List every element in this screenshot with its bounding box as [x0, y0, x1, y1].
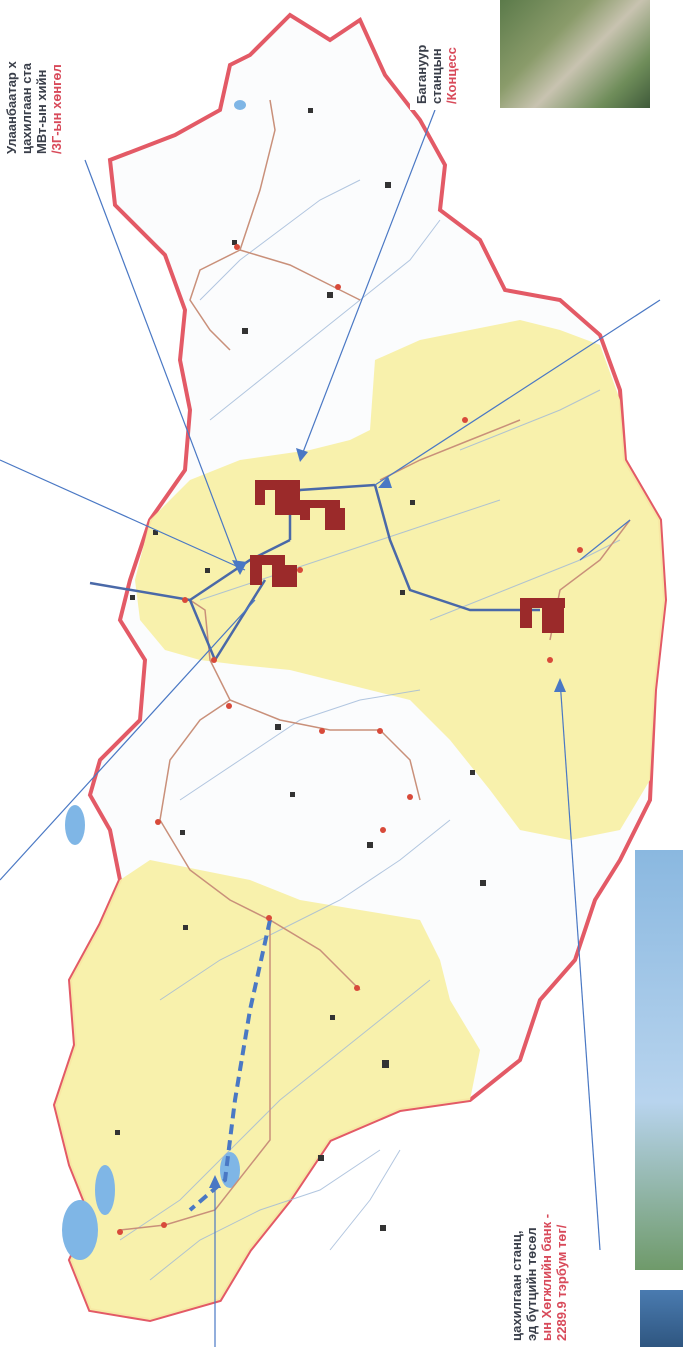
- callout-line: /Концесс: [444, 47, 459, 104]
- region-central: [135, 320, 665, 840]
- substations: [117, 244, 583, 1235]
- callout-line: 2289.9 тэрбум төг/: [554, 1224, 569, 1341]
- arrow-head: [232, 560, 247, 575]
- callout-line: станцын: [429, 48, 444, 104]
- lake: [95, 1165, 115, 1215]
- callout-line: Улаанбаатар х: [4, 61, 19, 154]
- callout-bottom-project: цахилгаан станц, эд бүтцийн төсөл ын Хөг…: [505, 1207, 573, 1347]
- arrow-head: [296, 448, 308, 462]
- region-west: [55, 860, 480, 1320]
- settlements: [115, 108, 486, 1231]
- callout-line: цахилгаан ста: [19, 62, 34, 154]
- callout-baganuur: Багануур станцын /Концесс: [410, 38, 463, 110]
- photo-power-station: [500, 0, 650, 108]
- callout-line: цахилгаан станц,: [509, 1230, 524, 1341]
- arrow-head: [554, 678, 566, 692]
- callout-line: Багануур: [414, 44, 429, 104]
- callout-line: эд бүтцийн төсөл: [524, 1227, 539, 1341]
- lake: [65, 805, 85, 845]
- lake: [234, 100, 246, 110]
- arrow-head: [378, 476, 392, 488]
- callout-line: /3Г-ын хөнгөл: [49, 64, 64, 154]
- photo-grid-tower: [640, 1290, 683, 1347]
- arrow-head: [209, 1175, 221, 1188]
- photo-transmission: [635, 850, 683, 1270]
- callout-leaders: [0, 109, 661, 1347]
- planned-line: [188, 919, 272, 1212]
- lake: [62, 1200, 98, 1260]
- callout-line: ын Хөгжлийн банк -: [539, 1213, 554, 1341]
- power-plants: [250, 480, 565, 633]
- callout-ulaanbaatar: Улаанбаатар х цахилгаан ста МВт-ын хийн …: [0, 55, 68, 160]
- callout-line: МВт-ын хийн: [34, 69, 49, 154]
